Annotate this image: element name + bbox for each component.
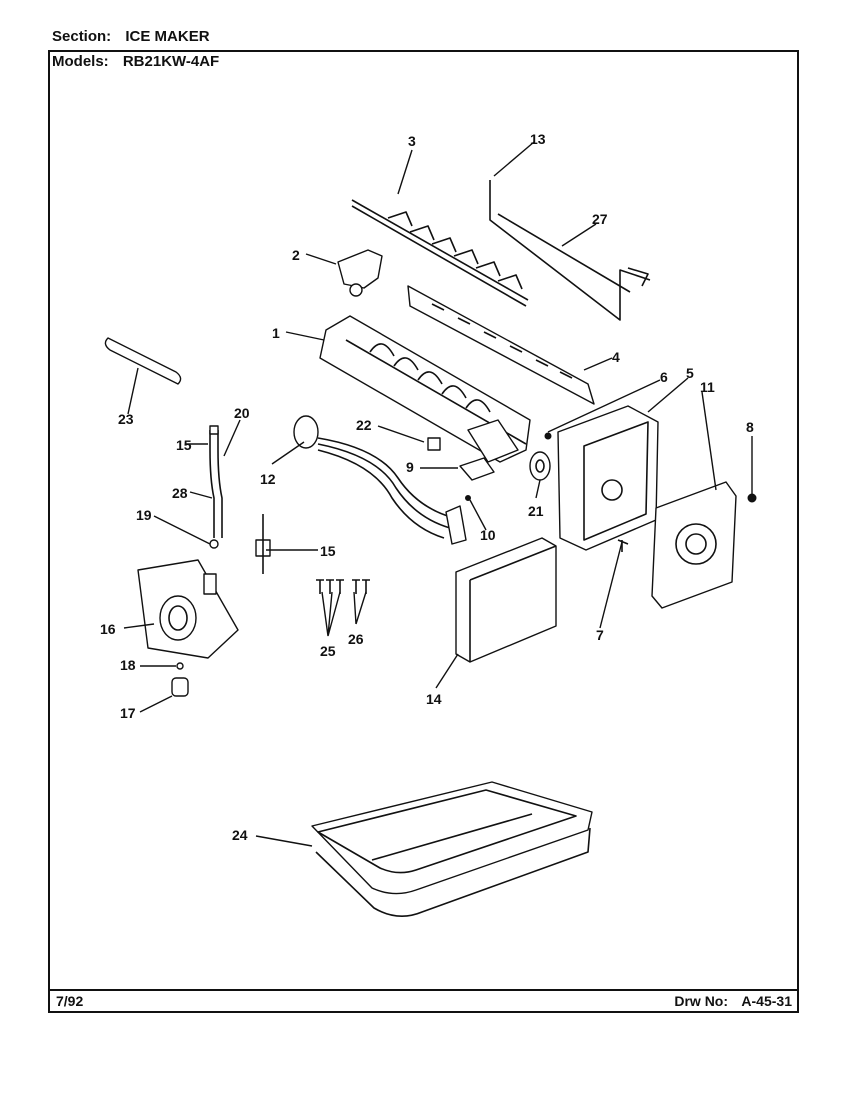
callout-11: 11 [700, 379, 715, 395]
callout-labels: 1 2 3 4 5 6 7 8 9 10 11 12 13 14 15 15 1… [100, 131, 754, 843]
callout-6: 6 [660, 369, 668, 385]
section-label: Section: [52, 28, 112, 45]
callout-24: 24 [232, 827, 248, 843]
part-screw-6 [544, 432, 552, 440]
callout-9: 9 [406, 459, 414, 475]
drawing-number-value: A-45-31 [741, 993, 792, 1009]
callout-21: 21 [528, 503, 544, 519]
callout-3: 3 [408, 133, 416, 149]
models-line: Models: RB21KW-4AF [52, 53, 219, 70]
callout-2: 2 [292, 247, 300, 263]
callout-15-top: 15 [176, 437, 192, 453]
drawing-number-label: Drw No: [674, 993, 729, 1009]
callout-13: 13 [530, 131, 546, 147]
part-water-valve [137, 559, 239, 659]
callout-19: 19 [136, 507, 152, 523]
part-ejector [351, 199, 529, 307]
part-clip [427, 437, 441, 451]
leader-lines [123, 141, 753, 847]
callout-7: 7 [596, 627, 604, 643]
callout-25: 25 [320, 643, 336, 659]
callout-4: 4 [612, 349, 620, 365]
callout-28: 28 [172, 485, 188, 501]
part-housing [557, 405, 659, 551]
callout-14: 14 [426, 691, 442, 707]
part-mold [319, 315, 531, 463]
callout-15-bottom: 15 [320, 543, 336, 559]
callout-8: 8 [746, 419, 754, 435]
callout-17: 17 [120, 705, 136, 721]
models-label: Models: [52, 53, 109, 70]
callout-1: 1 [272, 325, 280, 341]
models-value: RB21KW-4AF [122, 53, 220, 70]
callout-23: 23 [118, 411, 134, 427]
part-ice-bin [311, 781, 593, 917]
part-shutoff-arm [489, 180, 651, 321]
footer-divider [48, 989, 799, 991]
part-bearing [337, 249, 383, 297]
footer-date: 7/92 [56, 993, 84, 1009]
part-screw-8 [747, 493, 757, 503]
part-cover [455, 537, 557, 663]
part-motor-gear [529, 451, 551, 481]
part-screws-25-26 [316, 579, 370, 594]
section-value: ICE MAKER [125, 28, 210, 45]
part-fittings [171, 662, 189, 697]
part-thermostat-harness [293, 415, 467, 545]
callout-26: 26 [348, 631, 364, 647]
section-line: Section: ICE MAKER [52, 28, 210, 45]
part-mounting-plate [651, 481, 737, 609]
callout-16: 16 [100, 621, 116, 637]
callout-10: 10 [480, 527, 496, 543]
part-bracket [459, 457, 495, 501]
callout-18: 18 [120, 657, 136, 673]
part-hose [209, 425, 271, 574]
part-fill-tube [104, 337, 182, 385]
callout-5: 5 [686, 365, 694, 381]
callout-22: 22 [356, 417, 372, 433]
part-stripper [407, 285, 595, 405]
diagram-frame [48, 50, 799, 1013]
drawing-number-line: Drw No: A-45-31 [674, 993, 792, 1009]
callout-12: 12 [260, 471, 276, 487]
callout-20: 20 [234, 405, 250, 421]
callout-27: 27 [592, 211, 608, 227]
